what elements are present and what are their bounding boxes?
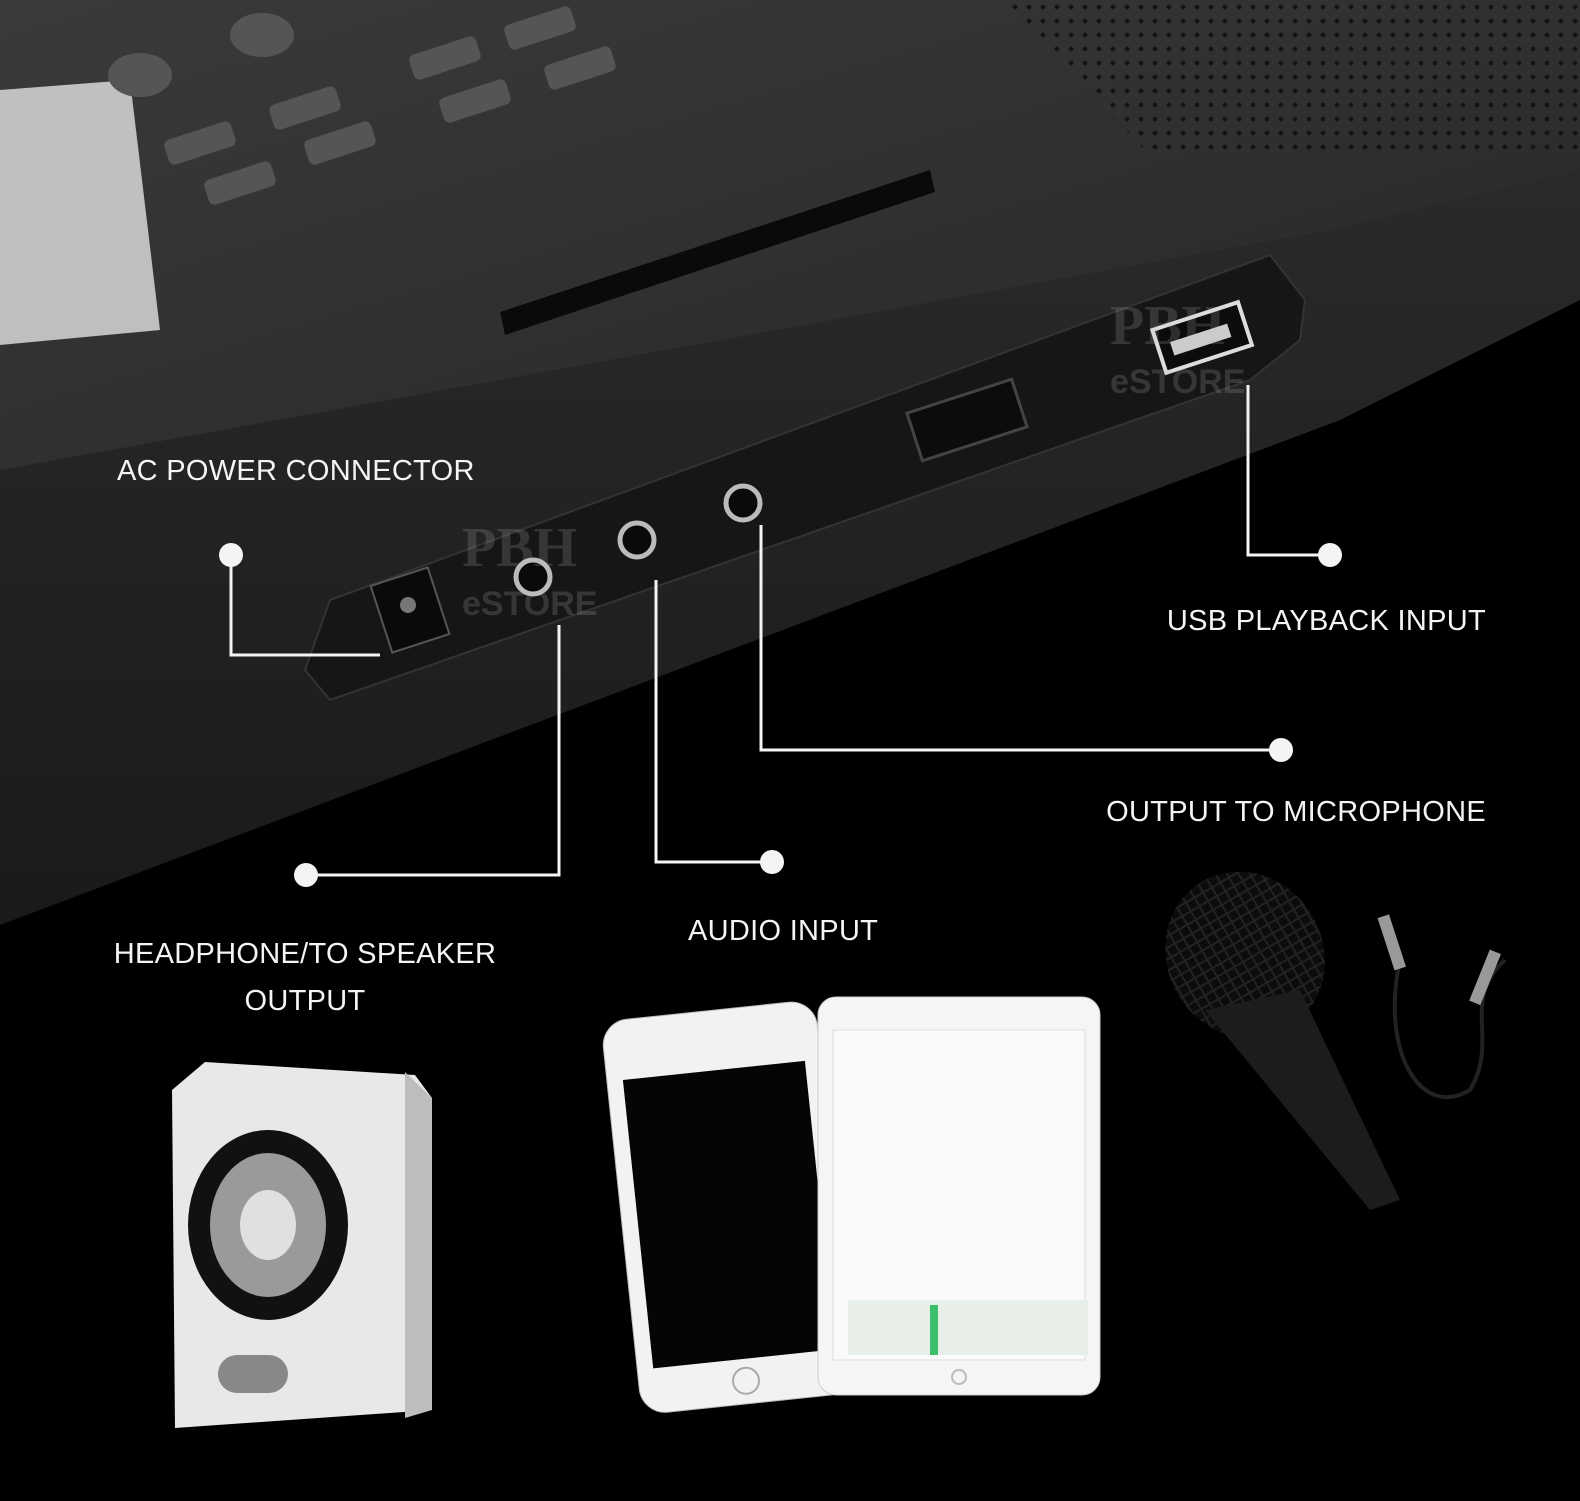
control-buttons (108, 6, 616, 205)
label-audio-input: AUDIO INPUT (688, 915, 879, 947)
app-slot (905, 377, 1029, 463)
label-headphone-line1: HEADPHONE/TO SPEAKER (113, 938, 497, 970)
label-ac-power-connector: AC POWER CONNECTOR (117, 455, 475, 487)
label-usb-playback-input: USB PLAYBACK INPUT (1166, 605, 1486, 637)
speaker-image (172, 1062, 432, 1428)
tablet-image (817, 996, 1101, 1396)
connector-panel (303, 253, 1307, 702)
display-slot (500, 170, 935, 335)
callout-dots (219, 543, 1342, 887)
label-headphone-line2: OUTPUT (244, 985, 366, 1017)
speaker-grill (1000, 0, 1580, 155)
microphone-image (1165, 871, 1507, 1210)
callout-lines (229, 385, 1330, 877)
keys (0, 80, 160, 345)
phone-image (602, 1001, 854, 1413)
label-output-to-microphone: OUTPUT TO MICROPHONE (1106, 796, 1486, 828)
label-headphone-output: HEADPHONE/TO SPEAKER OUTPUT (105, 931, 505, 1025)
audio-jacks (513, 483, 763, 597)
